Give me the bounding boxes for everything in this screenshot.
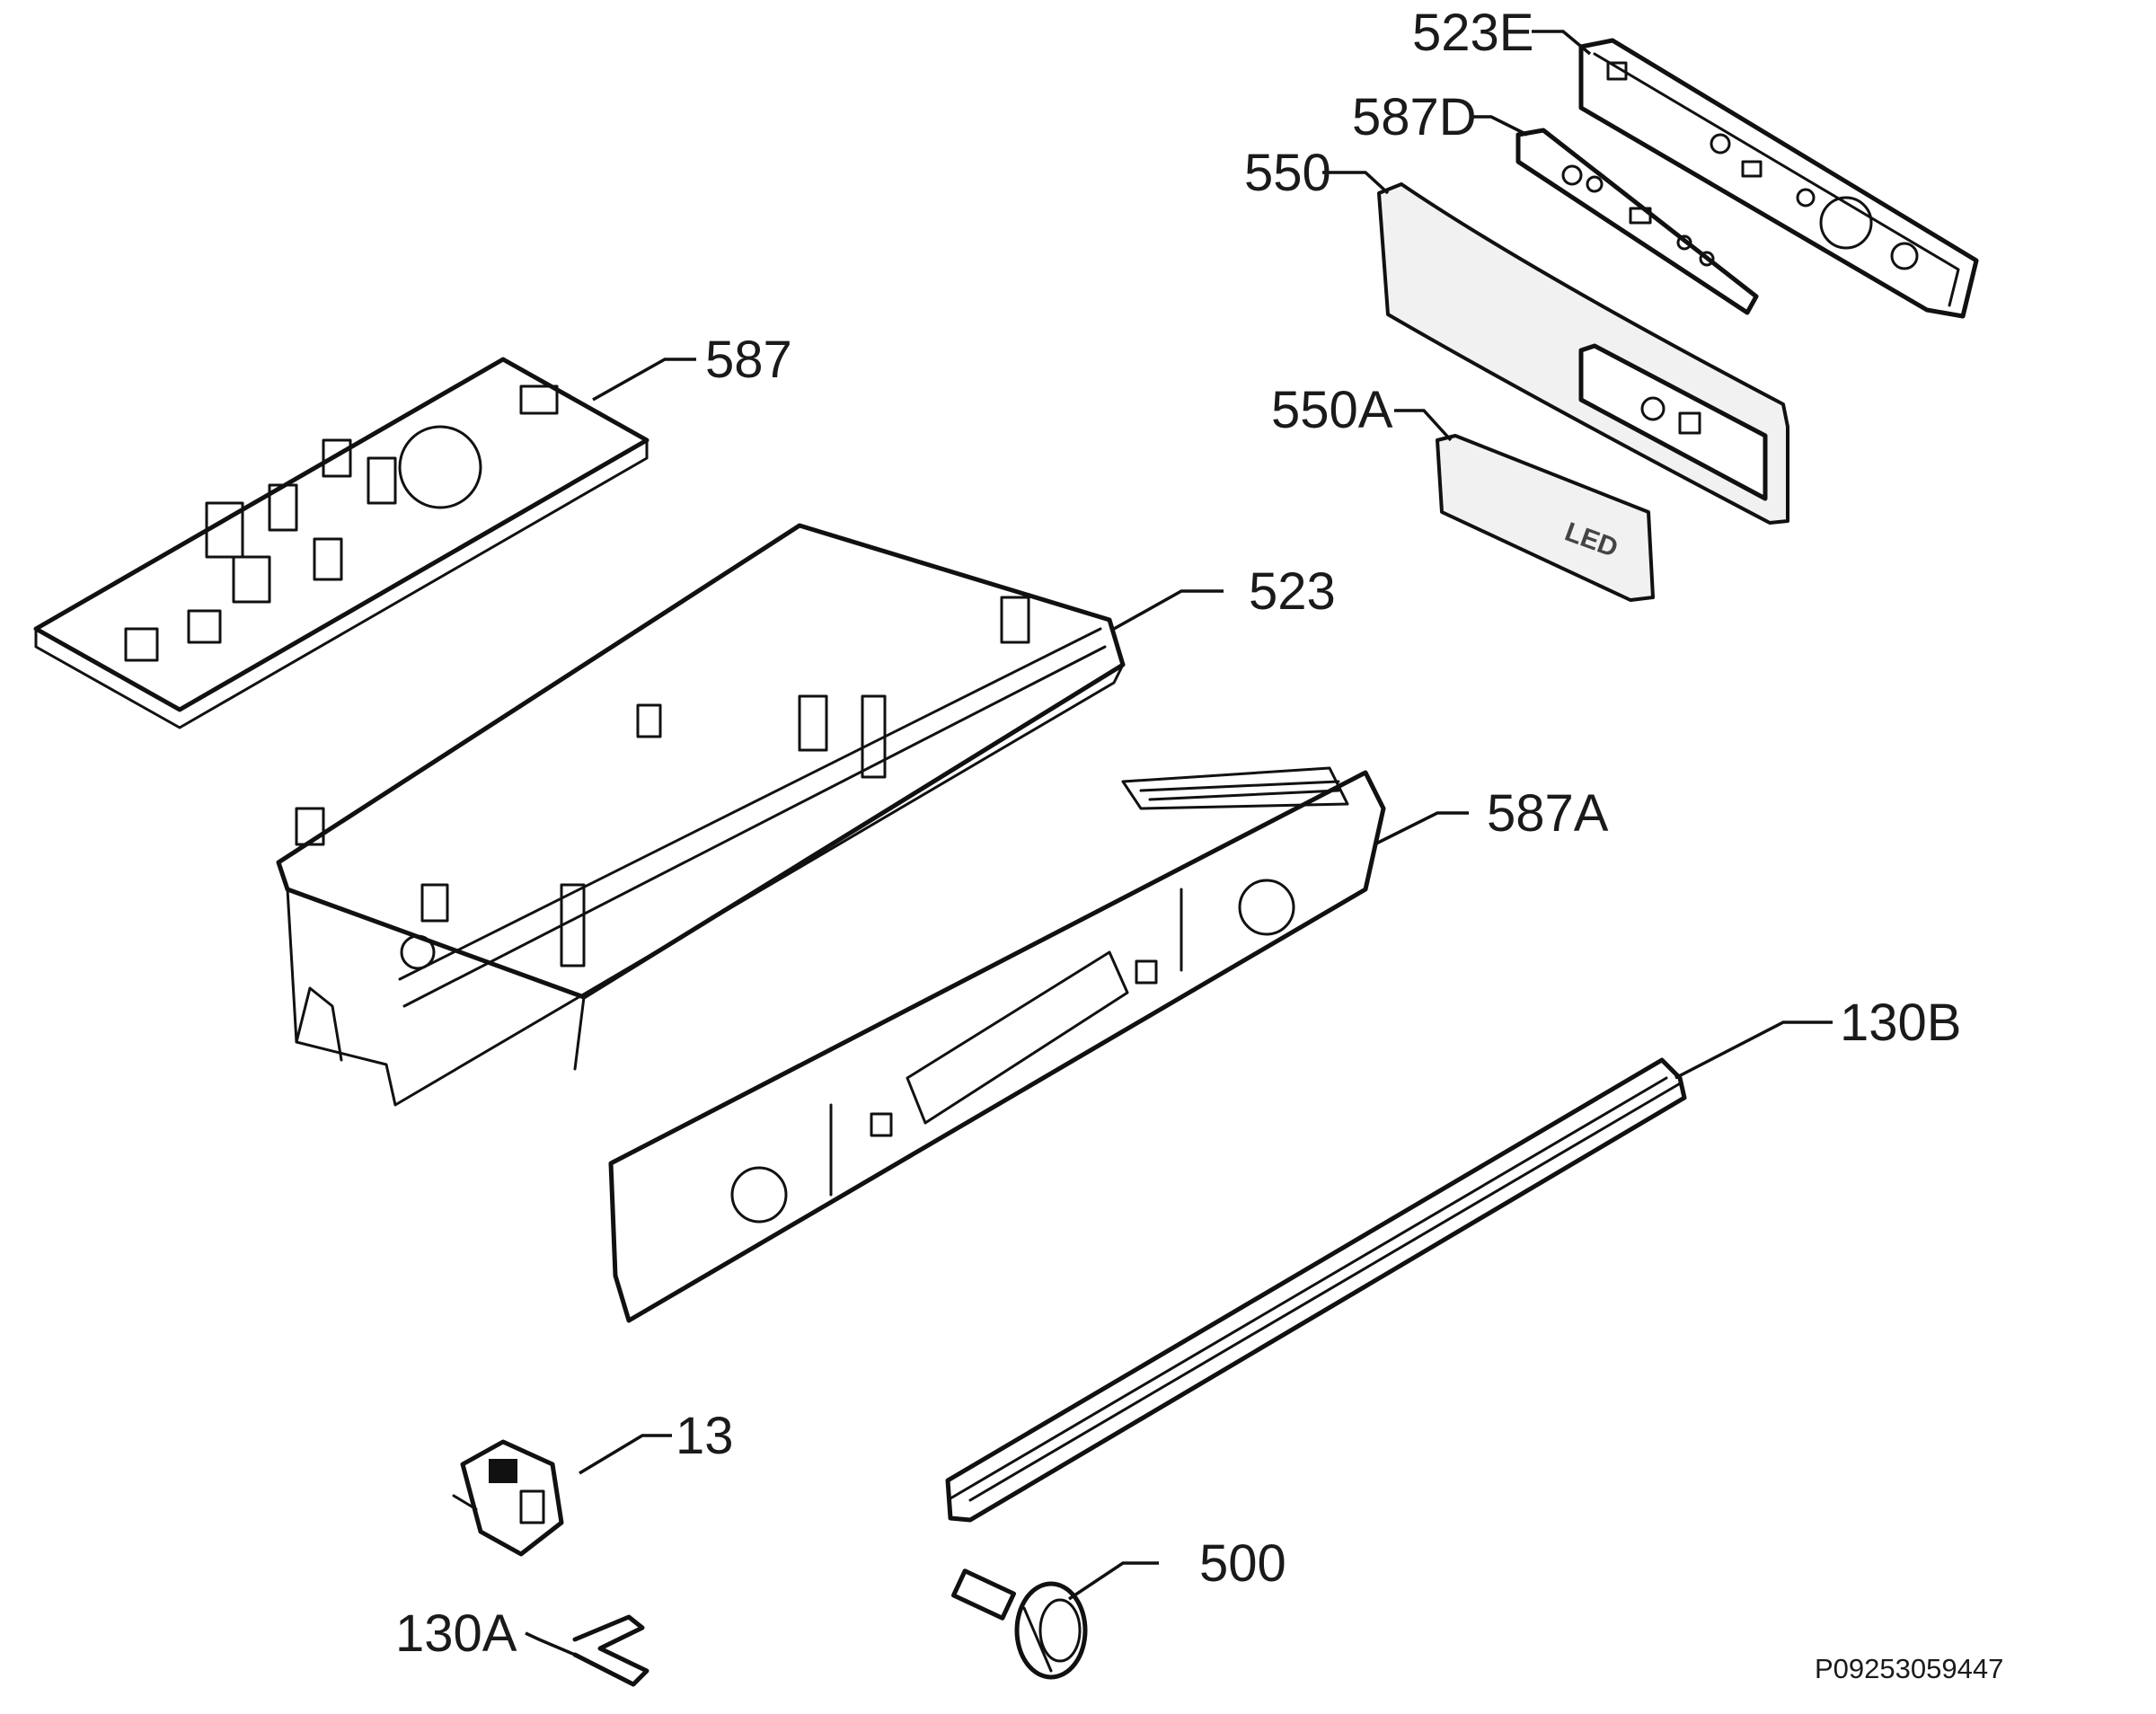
part-523e-drawing [1578, 38, 1979, 319]
part-550a-drawing: LED [1436, 434, 1655, 602]
part-523-drawing [276, 523, 1126, 1107]
callout-130b: 130B [1840, 994, 1961, 1052]
leader-lines [525, 30, 1833, 1657]
part-130b-drawing [945, 1057, 1687, 1523]
part-13-drawing [452, 1439, 564, 1557]
part-130a-drawing [572, 1614, 649, 1687]
callout-587: 587 [705, 331, 792, 389]
callout-587a: 587A [1487, 784, 1609, 843]
callout-523: 523 [1249, 562, 1336, 621]
callout-587d: 587D [1352, 88, 1477, 146]
callout-13: 13 [676, 1407, 734, 1465]
callout-550: 550 [1244, 144, 1331, 202]
callout-550a: 550A [1271, 381, 1393, 439]
callout-labels: 523E 587D 550 550A 587 523 587A 130B 13 … [395, 4, 1961, 1663]
part-587d-drawing [1515, 128, 1759, 315]
callout-500: 500 [1199, 1534, 1286, 1593]
callout-130a: 130A [395, 1604, 517, 1663]
callout-523e: 523E [1412, 4, 1533, 62]
part-587a-drawing [608, 766, 1386, 1323]
document-id: P09253059447 [1815, 1653, 2003, 1684]
part-587-drawing [33, 357, 649, 729]
part-500-drawing [950, 1568, 1088, 1680]
part-550-drawing [1377, 182, 1789, 525]
